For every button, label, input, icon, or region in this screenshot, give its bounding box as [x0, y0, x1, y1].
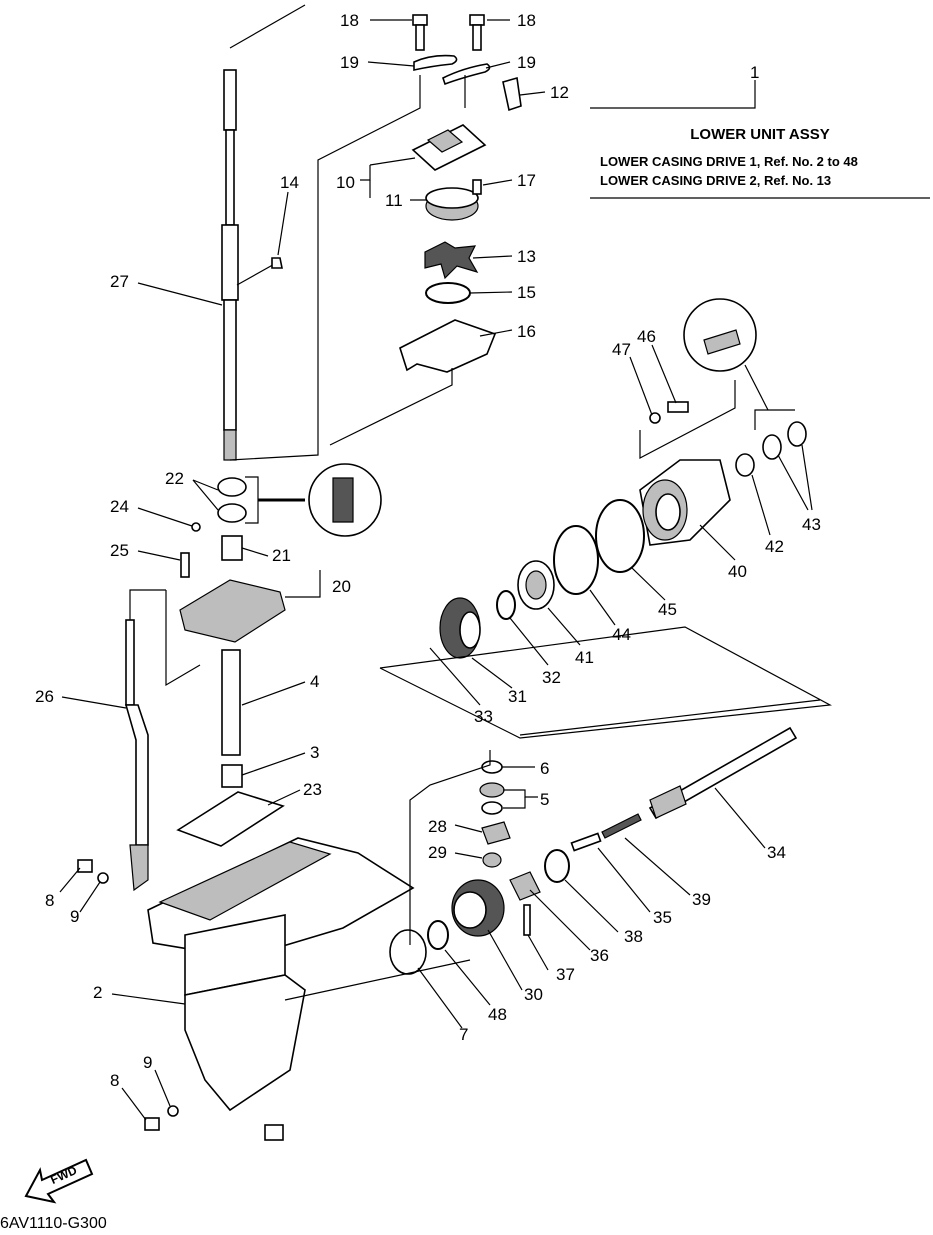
- callout-16: 16: [517, 322, 536, 341]
- callout-44: 44: [612, 625, 631, 644]
- title-line-1: LOWER CASING DRIVE 1, Ref. No. 2 to 48: [600, 154, 858, 169]
- callout-26: 26: [35, 687, 54, 706]
- callout-37: 37: [556, 965, 575, 984]
- callout-39: 39: [692, 890, 711, 909]
- callout-36: 36: [590, 946, 609, 965]
- callout-41: 41: [575, 648, 594, 667]
- callout-14: 14: [280, 173, 299, 192]
- callout-8a: 8: [45, 891, 54, 910]
- callout-31: 31: [508, 687, 527, 706]
- callout-18b: 18: [517, 11, 536, 30]
- gear-group: [389, 726, 798, 975]
- lower-casing: [147, 837, 415, 1141]
- callout-18a: 18: [340, 11, 359, 30]
- lower-unit-title-block: LOWER UNIT ASSY LOWER CASING DRIVE 1, Re…: [590, 112, 930, 198]
- diagram-code: 6AV1110-G300: [0, 1215, 107, 1232]
- callout-7: 7: [459, 1025, 468, 1044]
- callout-labels: 18 18 19 19 12 10 11 17 13 15 16 14 27 2…: [35, 11, 821, 1090]
- callout-28: 28: [428, 817, 447, 836]
- oil-seal-housing-group: [176, 477, 286, 847]
- callout-33: 33: [474, 707, 493, 726]
- callout-35: 35: [653, 908, 672, 927]
- callout-3: 3: [310, 743, 319, 762]
- callout-32: 32: [542, 668, 561, 687]
- forward-gear-group: [439, 401, 807, 659]
- callout-29: 29: [428, 843, 447, 862]
- callout-25: 25: [110, 541, 129, 560]
- callout-9a: 9: [70, 907, 79, 926]
- callout-17: 17: [517, 171, 536, 190]
- callout-42: 42: [765, 537, 784, 556]
- washer-9a: [97, 872, 109, 884]
- callout-8b: 8: [110, 1071, 119, 1090]
- callout-10: 10: [336, 173, 355, 192]
- callout-45: 45: [658, 600, 677, 619]
- fwd-arrow-icon: [24, 1158, 94, 1204]
- title-heading: LOWER UNIT ASSY: [690, 126, 830, 143]
- callout-19b: 19: [517, 53, 536, 72]
- callout-23: 23: [303, 780, 322, 799]
- callout-4: 4: [310, 672, 319, 691]
- bolt-8a: [77, 859, 93, 873]
- callout-15: 15: [517, 283, 536, 302]
- callout-20: 20: [332, 577, 351, 596]
- water-pump-group: [399, 14, 522, 373]
- leader-lines: [59, 19, 813, 1121]
- callout-46: 46: [637, 327, 656, 346]
- callout-38: 38: [624, 927, 643, 946]
- fwd-arrow: FWD: [18, 1152, 98, 1208]
- callout-13: 13: [517, 247, 536, 266]
- callout-48: 48: [488, 1005, 507, 1024]
- callout-30: 30: [524, 985, 543, 1004]
- callout-27: 27: [110, 272, 129, 291]
- callout-11: 11: [385, 191, 403, 210]
- callout-6: 6: [540, 759, 549, 778]
- callout-43: 43: [802, 515, 821, 534]
- callout-19a: 19: [340, 53, 359, 72]
- callout-34: 34: [767, 843, 786, 862]
- shift-rod: [124, 619, 149, 892]
- title-line-2: LOWER CASING DRIVE 2, Ref. No. 13: [600, 173, 832, 188]
- callout-12: 12: [550, 83, 569, 102]
- callout-22: 22: [165, 469, 184, 488]
- callout-9b: 9: [143, 1053, 152, 1072]
- callout-5: 5: [540, 790, 549, 809]
- key-14: [271, 257, 283, 269]
- callout-40: 40: [728, 562, 747, 581]
- callout-2: 2: [93, 983, 102, 1002]
- callout-24: 24: [110, 497, 129, 516]
- callout-47: 47: [612, 340, 631, 359]
- washer-9b: [167, 1105, 179, 1117]
- callout-1: 1: [750, 63, 759, 82]
- bolt-8b: [144, 1117, 160, 1131]
- drive-shaft: [221, 69, 239, 461]
- callout-21: 21: [272, 546, 291, 565]
